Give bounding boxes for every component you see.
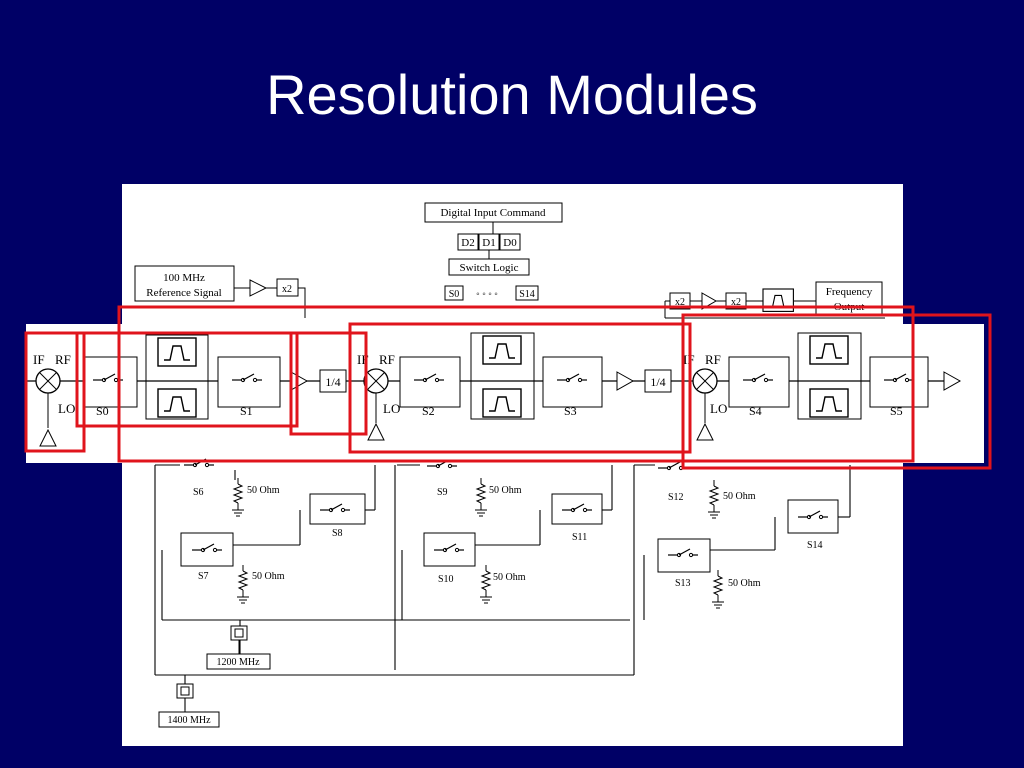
d1-label: D1 bbox=[482, 237, 495, 249]
lo2-amplifier-icon bbox=[367, 422, 385, 441]
switch-dots: ◦ ◦ ◦ ◦ bbox=[476, 289, 498, 300]
highlight-stage1-switches bbox=[75, 331, 299, 428]
mixer2-if-label: IF bbox=[357, 352, 369, 367]
osc-1400-label: 1400 MHz bbox=[167, 715, 211, 726]
osc-1200-icon bbox=[230, 625, 248, 641]
filter-3a-icon bbox=[809, 335, 849, 365]
osc-1400-icon bbox=[176, 683, 194, 699]
switch-s13-label: S13 bbox=[675, 578, 691, 589]
switch-s9-label: S9 bbox=[437, 487, 448, 498]
s0-ctrl-label: S0 bbox=[449, 289, 460, 300]
switch-s4-label: S4 bbox=[749, 404, 762, 418]
load-s10-label: 50 Ohm bbox=[493, 572, 526, 583]
d0-label: D0 bbox=[503, 237, 517, 249]
highlight-lo1 bbox=[24, 331, 86, 453]
switch-logic-label: Switch Logic bbox=[460, 262, 519, 274]
filter-1a-icon bbox=[157, 337, 197, 367]
highlight-divider1 bbox=[289, 331, 368, 436]
lo3-amplifier-icon bbox=[696, 422, 714, 441]
switch-s12-label: S12 bbox=[668, 492, 684, 503]
d2-label: D2 bbox=[461, 237, 474, 249]
mixer1-if-label: IF bbox=[33, 352, 45, 367]
output-amp-icon bbox=[943, 371, 962, 391]
switch-s10-label: S10 bbox=[438, 574, 454, 585]
switch-s3-label: S3 bbox=[564, 404, 577, 418]
digital-input-label: Digital Input Command bbox=[440, 207, 546, 219]
highlight-stage3 bbox=[681, 313, 992, 470]
switch-s1-label: S1 bbox=[240, 404, 253, 418]
highlight-stage1-module bbox=[117, 305, 915, 463]
ref-signal-line1: 100 MHz bbox=[163, 272, 205, 284]
lo1-amplifier-icon bbox=[39, 428, 57, 447]
mixer3-rf-label: RF bbox=[705, 352, 721, 367]
switch-s8-label: S8 bbox=[332, 528, 343, 539]
load-s13-label: 50 Ohm bbox=[728, 578, 761, 589]
freq-output-line1: Frequency bbox=[826, 286, 873, 298]
mixer1-rf-label: RF bbox=[55, 352, 71, 367]
filter-3b-icon bbox=[809, 388, 849, 418]
mixer1-lo-label: LO bbox=[58, 401, 75, 416]
ref-signal-line2: Reference Signal bbox=[146, 287, 221, 299]
switch-s7-label: S7 bbox=[198, 571, 209, 582]
mixer2-lo-label: LO bbox=[383, 401, 400, 416]
switch-s14-label: S14 bbox=[807, 540, 823, 551]
amp-2-icon bbox=[616, 371, 635, 391]
out-amplifier-icon bbox=[701, 292, 718, 310]
diagram-panel bbox=[122, 184, 903, 746]
divider-1-label: 1/4 bbox=[325, 375, 340, 389]
load-s9-label: 50 Ohm bbox=[489, 485, 522, 496]
ref-amplifier-icon bbox=[249, 279, 268, 297]
out-multiplier-1-label: x2 bbox=[675, 297, 685, 308]
s14-ctrl-label: S14 bbox=[519, 289, 535, 300]
out-multiplier-2-label: x2 bbox=[731, 297, 741, 308]
filter-2b-icon bbox=[482, 388, 522, 418]
highlight-stage2 bbox=[348, 322, 692, 454]
switch-s2-label: S2 bbox=[422, 404, 435, 418]
switch-s6-label: S6 bbox=[193, 487, 204, 498]
slide-title: Resolution Modules bbox=[266, 63, 758, 126]
load-s6-label: 50 Ohm bbox=[247, 485, 280, 496]
osc-1200-label: 1200 MHz bbox=[216, 657, 260, 668]
load-s12-label: 50 Ohm bbox=[723, 491, 756, 502]
filter-2a-icon bbox=[482, 335, 522, 365]
filter-1b-icon bbox=[157, 388, 197, 418]
mixer3-lo-label: LO bbox=[710, 401, 727, 416]
switch-s0-label: S0 bbox=[96, 404, 109, 418]
switch-s5-label: S5 bbox=[890, 404, 903, 418]
divider-2-label: 1/4 bbox=[650, 375, 665, 389]
load-s7-label: 50 Ohm bbox=[252, 571, 285, 582]
mixer2-rf-label: RF bbox=[379, 352, 395, 367]
ref-multiplier-label: x2 bbox=[282, 284, 292, 295]
switch-s11-label: S11 bbox=[572, 532, 587, 543]
